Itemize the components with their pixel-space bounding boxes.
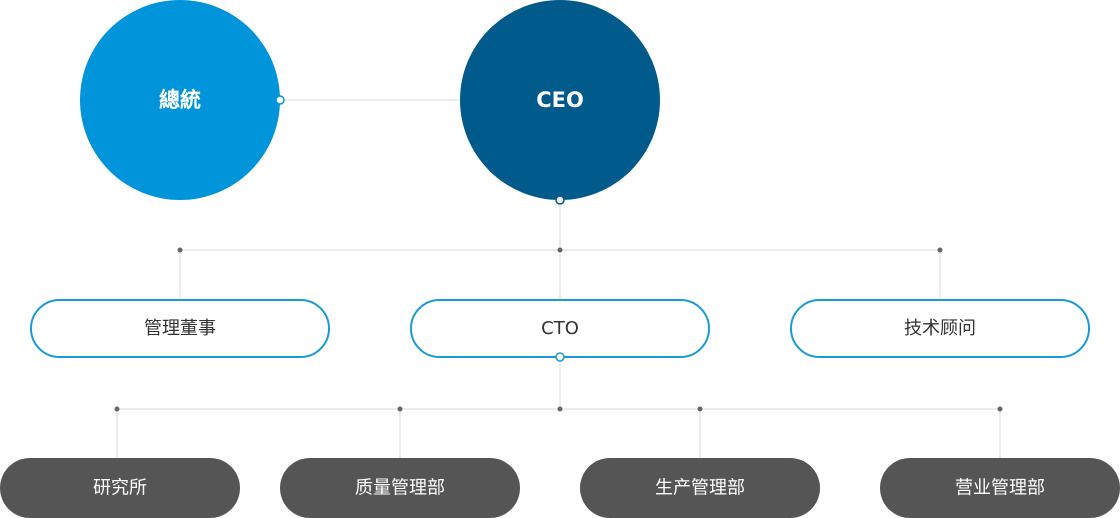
quality-management-node <box>280 458 520 518</box>
dot-dept-center <box>557 406 563 412</box>
quality-management-label: 质量管理部 <box>355 478 445 499</box>
managing-director-node <box>30 299 330 358</box>
dot-middle-center <box>557 247 563 253</box>
technical-advisor-label: 技术顾问 <box>904 318 976 339</box>
junction-dots <box>114 247 1003 412</box>
ceo-node <box>460 0 660 200</box>
cto-label: CTO <box>541 318 579 339</box>
ceo-label: CEO <box>536 88 584 112</box>
dot-dept-quality <box>397 406 403 412</box>
production-management-node <box>580 458 820 518</box>
research-institute-node <box>0 458 240 518</box>
dot-dept-sales <box>997 406 1003 412</box>
managing-director-label: 管理董事 <box>144 318 216 339</box>
sales-management-node <box>880 458 1120 518</box>
port-president-right <box>275 95 285 105</box>
president-node <box>80 0 280 200</box>
research-institute-label: 研究所 <box>93 478 147 499</box>
dot-middle-left <box>177 247 183 253</box>
port-ceo-bottom <box>555 195 565 205</box>
sales-management-label: 营业管理部 <box>955 478 1045 499</box>
president-label: 總統 <box>159 88 201 112</box>
technical-advisor-node <box>790 299 1090 358</box>
dot-dept-production <box>697 406 703 412</box>
dot-middle-right <box>937 247 943 253</box>
production-management-label: 生产管理部 <box>655 478 745 499</box>
port-cto-bottom <box>555 352 565 362</box>
dot-dept-research <box>114 406 120 412</box>
